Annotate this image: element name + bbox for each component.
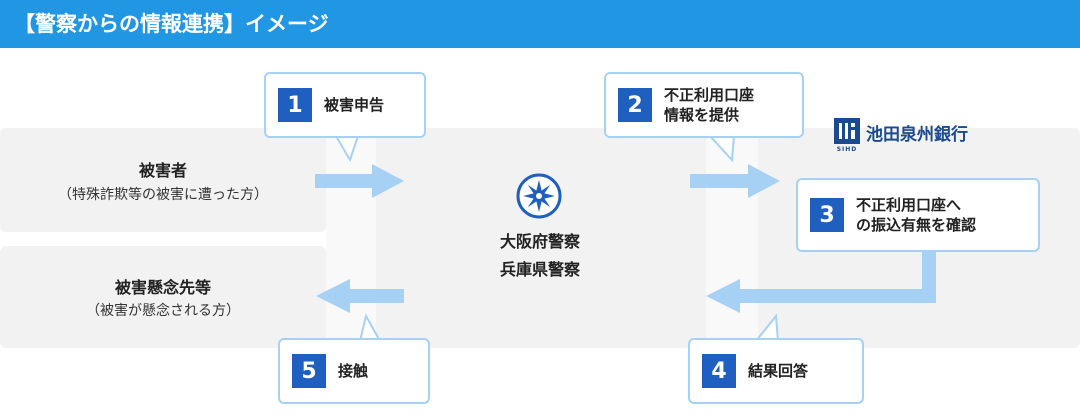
step-1-number: 1	[278, 88, 312, 122]
arrow-1-icon	[315, 164, 404, 198]
step-4-line1: 結果回答	[748, 362, 809, 380]
bank-logo-icon	[834, 118, 860, 144]
step-3-line2: の振込有無を確認	[856, 216, 977, 234]
concern-panel	[0, 246, 326, 348]
step-2-text: 不正利用口座 情報を提供	[664, 85, 754, 125]
bank-logo-sub: SIHD	[836, 146, 858, 153]
arrow-5-icon	[316, 279, 404, 313]
step-2-line2: 情報を提供	[664, 106, 740, 124]
police-name-osaka: 大阪府警察	[499, 232, 580, 251]
arrow-2-icon	[690, 164, 780, 198]
step-4-text: 結果回答	[748, 361, 808, 381]
step-5-line1: 接触	[338, 362, 369, 380]
step-2-callout: 2 不正利用口座 情報を提供	[604, 72, 804, 138]
victim-subtitle: （特殊詐欺等の被害に遭った方）	[58, 187, 268, 203]
arrow-4-icon	[706, 250, 936, 313]
step-4-callout: 4 結果回答	[688, 338, 864, 404]
police-emblem-icon	[516, 173, 562, 219]
step-3-line1: 不正利用口座へ	[856, 196, 962, 214]
police-panel	[376, 128, 706, 348]
step-3-text: 不正利用口座へ の振込有無を確認	[856, 195, 976, 235]
police-names: 大阪府警察 兵庫県警察	[440, 228, 640, 284]
step-5-callout: 5 接触	[278, 338, 430, 404]
callout-1-tail	[334, 135, 360, 163]
police-name-hyogo: 兵庫県警察	[499, 260, 580, 279]
step-1-text: 被害申告	[324, 95, 384, 115]
connector-strip-left	[326, 128, 376, 348]
page-title: 【警察からの情報連携】イメージ	[0, 0, 1080, 48]
victim-title: 被害者	[138, 161, 187, 180]
concern-title: 被害懸念先等	[114, 278, 211, 297]
victim-panel	[0, 128, 326, 232]
step-1-line1: 被害申告	[324, 96, 385, 114]
bank-name: 池田泉州銀行	[866, 125, 968, 145]
step-5-number: 5	[292, 354, 326, 388]
step-3-callout: 3 不正利用口座へ の振込有無を確認	[796, 178, 1040, 252]
step-5-text: 接触	[338, 361, 368, 381]
connector-strip-right	[706, 128, 758, 348]
concern-subtitle: （被害が懸念される方）	[86, 303, 240, 319]
step-2-number: 2	[618, 88, 652, 122]
step-2-line1: 不正利用口座	[664, 86, 755, 104]
step-3-number: 3	[810, 198, 844, 232]
step-4-number: 4	[702, 354, 736, 388]
step-1-callout: 1 被害申告	[264, 72, 426, 138]
callout-2-tail	[707, 135, 736, 163]
